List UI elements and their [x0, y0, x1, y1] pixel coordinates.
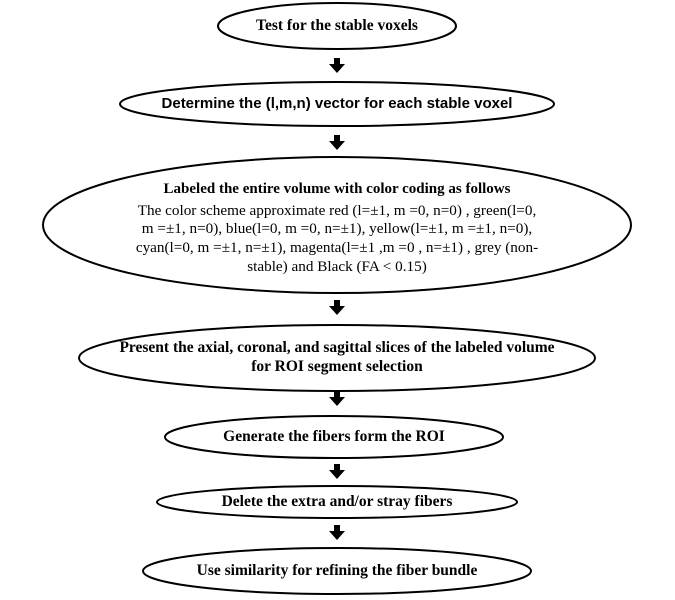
arrow-5-6: [329, 464, 345, 479]
arrow-6-7: [329, 525, 345, 540]
step-5-ellipse: [164, 415, 504, 459]
arrow-3-4: [329, 300, 345, 315]
step-7-ellipse: [142, 547, 532, 595]
step-1-ellipse: [217, 2, 457, 50]
step-3-ellipse: [42, 156, 632, 294]
arrow-4-5: [329, 391, 345, 406]
arrow-1-2: [329, 58, 345, 73]
step-4-ellipse: [78, 324, 596, 392]
step-2-ellipse: [119, 81, 555, 127]
step-6-ellipse: [156, 485, 518, 519]
arrow-2-3: [329, 135, 345, 150]
